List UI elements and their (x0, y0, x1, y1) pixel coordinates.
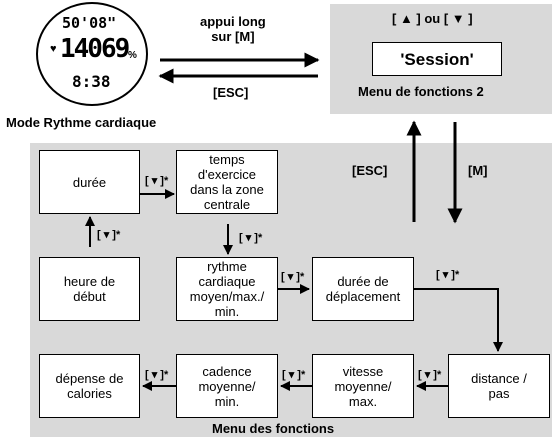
long-press-label: appui long sur [M] (200, 14, 266, 44)
box-duree: durée (39, 150, 140, 214)
key-label-cadence-depense: [ ▾ ]* (145, 369, 169, 381)
key-label-vitesse-cadence: [ ▾ ]* (282, 369, 306, 381)
mode-title: Mode Rythme cardiaque (6, 115, 157, 130)
box-deplacement: durée de déplacement (312, 257, 414, 321)
watch-heart-icon: ♥ (50, 43, 57, 55)
key-label-temps-rythme: [ ▾ ]* (239, 232, 263, 244)
box-cadence: cadence moyenne/ min. (176, 354, 278, 418)
watch-mid-unit: % (128, 50, 137, 61)
menu2-title: Menu de fonctions 2 (358, 84, 484, 99)
watch-face (36, 2, 148, 106)
key-label-distance-vitesse: [ ▾ ]* (418, 369, 442, 381)
box-rythme: rythme cardiaque moyen/max./ min. (176, 257, 278, 321)
vertical-panel-strip (330, 114, 552, 143)
esc-top-label: [ESC] (213, 85, 249, 100)
menu2-keys: [ ▲ ] ou [ ▼ ] (392, 11, 473, 26)
arrow-deplacement-distance (414, 288, 503, 352)
key-label-duree-temps: [ ▾ ]* (145, 175, 169, 187)
box-distance: distance / pas (448, 354, 550, 418)
key-label-rythme-deplacement: [ ▾ ]* (281, 271, 305, 283)
key-label-heure-duree: [ ▾ ]* (97, 229, 121, 241)
session-box: 'Session' (372, 42, 502, 76)
box-temps: temps d'exercice dans la zone centrale (176, 150, 278, 214)
box-heure: heure de début (39, 257, 140, 321)
watch-bottom-reading: 8:38 (72, 72, 111, 91)
box-vitesse: vitesse moyenne/ max. (312, 354, 414, 418)
m-vertical-label: [M] (468, 163, 488, 178)
watch-top-reading: 50'08" (62, 14, 117, 32)
box-depense: dépense de calories (39, 354, 140, 418)
esc-vertical-label: [ESC] (352, 163, 388, 178)
watch-mid-reading: 14069 (60, 34, 130, 64)
key-label-deplacement-distance: [ ▾ ]* (436, 269, 460, 281)
menu-title: Menu des fonctions (212, 421, 335, 436)
